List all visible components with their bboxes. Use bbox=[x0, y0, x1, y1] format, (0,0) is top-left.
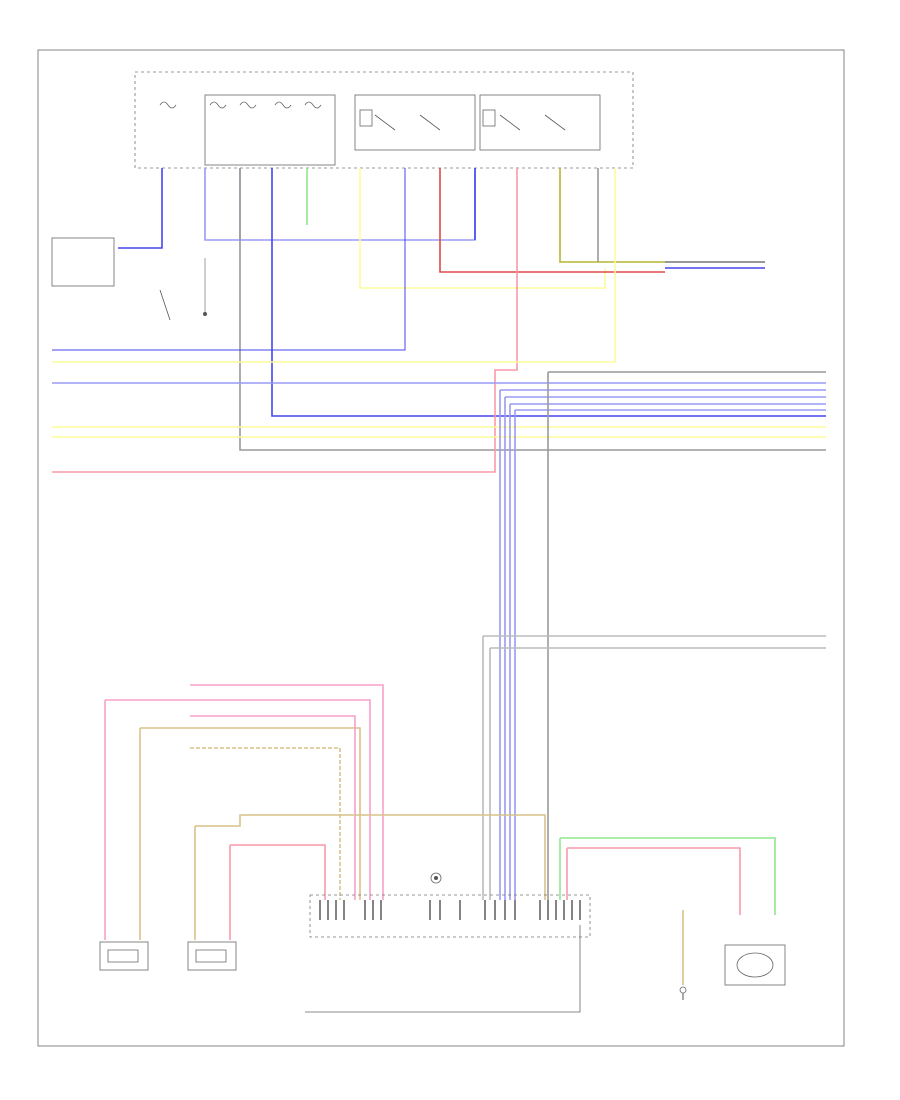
sensor-left-1 bbox=[99, 941, 149, 971]
fuse-relay-box bbox=[134, 71, 634, 169]
fuse-block bbox=[204, 94, 336, 166]
diagram-frame bbox=[37, 49, 845, 1047]
lower-wires bbox=[104, 684, 776, 985]
left-switch-component bbox=[51, 237, 207, 321]
ground-symbol bbox=[430, 872, 442, 884]
ecm-connectors bbox=[305, 894, 591, 1013]
top-wires bbox=[52, 168, 826, 473]
sensor-left-2 bbox=[187, 941, 237, 971]
relay-right bbox=[479, 94, 601, 151]
right-sensor bbox=[724, 944, 786, 986]
relay-left bbox=[354, 94, 476, 151]
right-ground bbox=[679, 986, 687, 1000]
mid-bus bbox=[52, 371, 826, 900]
